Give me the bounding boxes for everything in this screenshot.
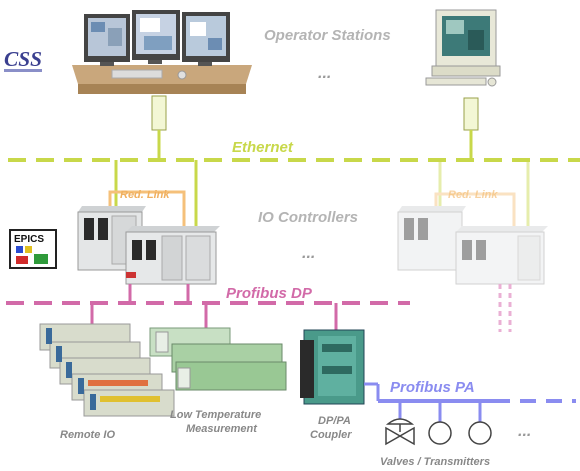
css-logo-underline — [4, 69, 42, 72]
monitor-1 — [84, 14, 130, 66]
ethernet-label: Ethernet — [232, 139, 294, 156]
remote-io-modules — [39, 323, 175, 417]
ellipsis-operator: ... — [318, 65, 331, 82]
low-temp-label-1: Low Temperature — [170, 409, 261, 421]
mouse — [177, 70, 187, 80]
css-logo: CSS — [4, 47, 42, 71]
red-link-right-label: Red. Link — [448, 189, 498, 201]
transmitter-icon-2 — [468, 421, 492, 445]
monitor-3 — [182, 12, 230, 66]
operator-stations-label: Operator Stations — [264, 27, 391, 44]
io-controllers-label: IO Controllers — [258, 209, 358, 226]
operator-pc-right — [425, 9, 501, 87]
remote-io-label: Remote IO — [60, 429, 115, 441]
dppa-label-2: Coupler — [310, 429, 352, 441]
operator-pc-tower-right — [463, 97, 479, 131]
dppa-label-1: DP/PA — [318, 415, 351, 427]
ellipsis-field: ... — [518, 423, 531, 440]
keyboard — [111, 69, 163, 79]
valves-transmitters-label: Valves / Transmitters — [380, 456, 490, 468]
red-link-left — [108, 190, 186, 232]
valve-icon — [385, 418, 415, 446]
operator-pc-tower-left — [151, 95, 167, 131]
ellipsis-controllers: ... — [302, 245, 315, 262]
low-temperature-modules — [149, 327, 287, 391]
monitor-2 — [132, 10, 180, 64]
epics-logo: EPICS — [9, 229, 57, 269]
io-controller-rack-2 — [125, 226, 220, 285]
dppa-coupler — [300, 329, 365, 405]
profibus-dp-label: Profibus DP — [226, 285, 313, 302]
operator-desk — [72, 10, 252, 94]
red-link-left-label: Red. Link — [120, 189, 170, 201]
profibus-pa-label: Profibus PA — [390, 379, 475, 396]
svg-text:EPICS: EPICS — [14, 234, 44, 245]
transmitter-icon-1 — [428, 421, 452, 445]
low-temp-label-2: Measurement — [186, 423, 258, 435]
io-controller-right-faded — [397, 160, 548, 285]
